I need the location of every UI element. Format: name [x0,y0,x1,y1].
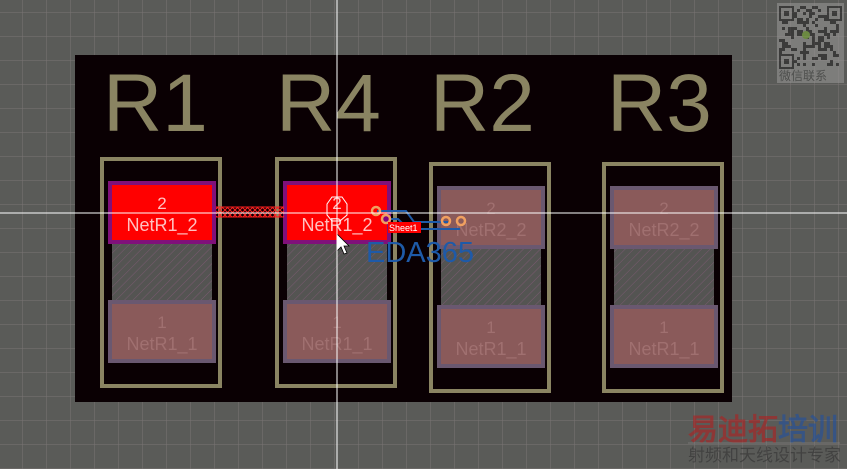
brand-red: 易迪拓 [688,414,778,447]
pad-shape[interactable] [108,300,216,363]
pad-number: 2 [659,199,668,218]
silkscreen-outline [275,157,397,388]
brand-slogan: 射频和天线设计专家 [688,446,841,465]
via-icon[interactable] [380,213,392,225]
silkscreen-outline [429,162,551,393]
component-body [112,244,212,300]
designator-label: R3 [607,58,712,149]
snap-marker-icon [326,196,348,222]
pad-shape[interactable] [437,186,545,249]
brand-watermark: 易迪拓 培训 射频和天线设计专家 [688,413,841,465]
pad-net: NetR1_1 [126,334,197,355]
pad-net: NetR1_1 [455,339,526,360]
via-icon[interactable] [440,215,452,227]
component-body [614,249,714,305]
ratsnest-line [377,210,448,223]
silkscreen-outline [602,162,724,393]
sheet-label-box [388,222,421,233]
designator-label: R4 [276,58,381,149]
pad-net: NetR1_2 [126,215,197,236]
pad-number: 2 [486,199,495,218]
pad-number: 1 [486,318,495,337]
designator-label: R1 [103,58,208,149]
pad-net: NetR1_1 [628,339,699,360]
qr-caption: 微信联系 [779,69,827,83]
component-body [441,249,541,305]
pad-net: NetR2_2 [628,220,699,241]
pad-net: NetR2_2 [455,220,526,241]
pad-shape[interactable] [610,305,718,368]
silkscreen-outline [100,157,222,388]
track-netr1-2[interactable] [216,207,284,217]
qr-code-watermark: 微信联系 [777,3,844,83]
eda365-watermark: EDA365 [366,237,474,269]
pad-number: 1 [157,313,166,332]
mouse-cursor-icon [336,233,350,255]
designator-label: R2 [430,58,535,149]
pad-number: 2 [157,194,166,213]
pad-shape[interactable] [610,186,718,249]
via-icon[interactable] [370,205,382,217]
via-icon[interactable] [455,215,467,227]
brand-blue: 培训 [778,413,838,447]
pad-number: 1 [659,318,668,337]
pad-shape[interactable] [437,305,545,368]
sheet-label: Sheet1 [389,223,418,233]
